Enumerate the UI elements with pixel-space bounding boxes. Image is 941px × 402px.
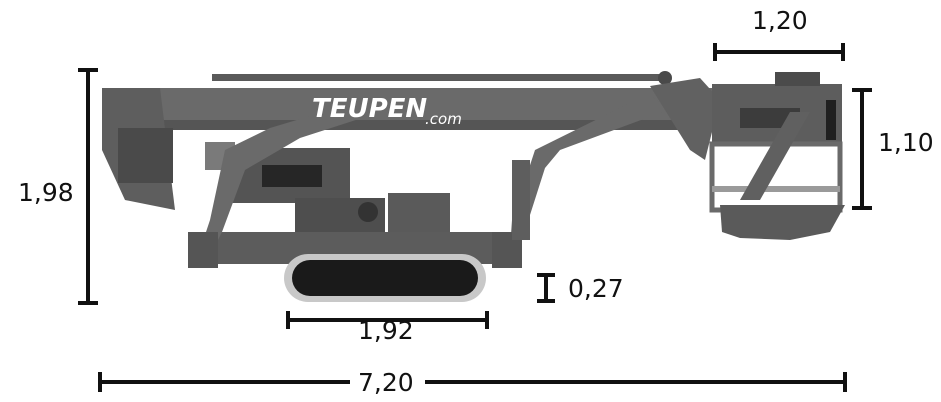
platform-post	[826, 100, 836, 140]
crawler-track	[292, 260, 478, 296]
track-length-label: 1,92	[358, 316, 414, 345]
platform-base	[720, 205, 845, 240]
platform-support	[740, 112, 810, 200]
platform-height-label: 1,10	[878, 128, 934, 157]
platform-rail-mid	[712, 186, 840, 192]
boom-upper-rail	[212, 74, 667, 81]
pivot-wheel	[358, 202, 378, 222]
platform-top	[775, 72, 820, 86]
boom-tip-joint	[658, 71, 672, 85]
control-box	[118, 128, 173, 183]
left-stabilizer-foot	[188, 232, 218, 268]
brand-domain: .com	[425, 110, 462, 128]
ground-clearance-label: 0,27	[568, 274, 624, 303]
dimension-lines	[78, 43, 872, 392]
platform-width-label: 1,20	[752, 6, 808, 35]
engine-box	[388, 193, 450, 238]
jib-link	[650, 78, 720, 160]
right-outrigger-arm	[510, 96, 668, 248]
overall-height-label: 1,98	[18, 178, 74, 207]
brand-logo: TEUPEN	[312, 94, 428, 124]
left-outrigger-arm	[196, 110, 362, 268]
overall-length-label: 7,20	[358, 368, 414, 397]
turret-window	[262, 165, 322, 187]
right-leg	[512, 160, 530, 240]
boom-shading	[102, 120, 712, 130]
